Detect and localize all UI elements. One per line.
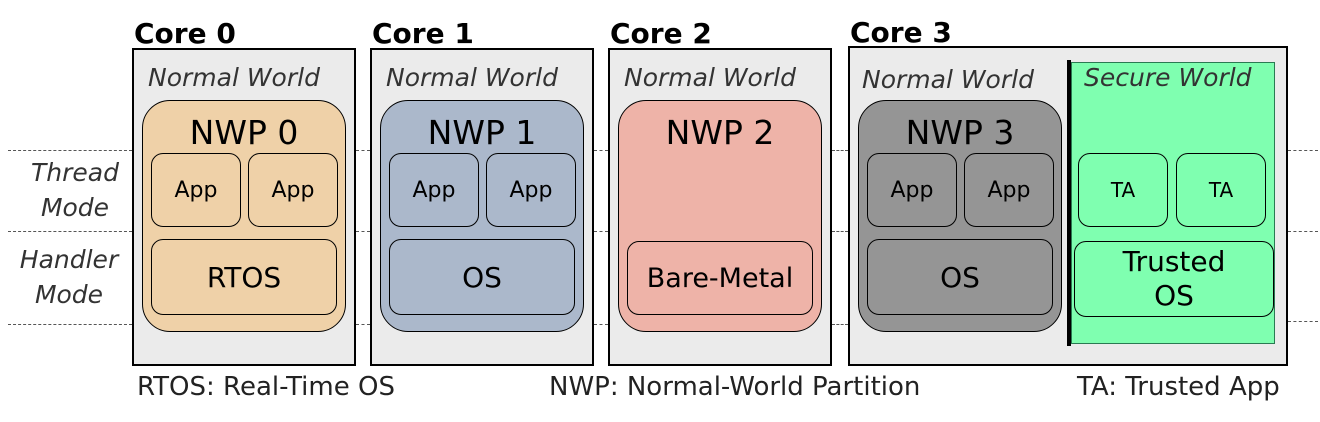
nwp-2-partition: NWP 2 Bare-Metal [618, 100, 822, 332]
normal-world-label: Normal World [862, 65, 1034, 94]
line-gap-1-top [356, 150, 370, 151]
app-box: App [867, 153, 957, 227]
secure-world-label: Secure World [1084, 63, 1252, 92]
line-gap-2-bot [594, 324, 608, 325]
line-right-top [1288, 150, 1318, 151]
app-box: App [248, 153, 338, 227]
line-gap-3-mid [832, 231, 848, 232]
normal-world-label: Normal World [624, 63, 796, 92]
core-1-box: Normal World NWP 1 App App OS [370, 48, 594, 366]
core-3-title: Core 3 [850, 16, 952, 49]
core-3-box: Normal World NWP 3 App App OS Secure Wor… [848, 46, 1288, 366]
nwp-2-title: NWP 2 [665, 113, 775, 152]
legend-ta: TA: Trusted App [1077, 372, 1280, 402]
normal-world-label: Normal World [148, 63, 320, 92]
core-0-title: Core 0 [134, 17, 236, 50]
line-gap-1-bot [356, 324, 370, 325]
os-box: OS [389, 239, 575, 315]
line-right-mid [1288, 231, 1318, 232]
legend-nwp: NWP: Normal-World Partition [549, 372, 921, 402]
os-box: OS [867, 239, 1053, 315]
core-2-title: Core 2 [610, 17, 712, 50]
trusted-app-box: TA [1176, 153, 1266, 227]
legend-rtos: RTOS: Real-Time OS [137, 372, 395, 402]
rtos-box: RTOS [151, 239, 337, 315]
thread-mode-label: Thread Mode [31, 158, 119, 222]
app-box: App [389, 153, 479, 227]
nwp-1-title: NWP 1 [427, 113, 537, 152]
nwp-3-title: NWP 3 [905, 113, 1015, 152]
line-gap-1-mid [356, 231, 370, 232]
mode-divider-line [8, 231, 132, 232]
nwp-0-title: NWP 0 [189, 113, 299, 152]
nwp-3-partition: NWP 3 App App OS [858, 100, 1062, 332]
nwp-1-partition: NWP 1 App App OS [380, 100, 584, 332]
core-0-box: Normal World NWP 0 App App RTOS [132, 48, 356, 366]
secure-world-divider [1067, 60, 1071, 346]
secure-world-region: Secure World TA TA Trusted OS [1071, 62, 1275, 344]
app-box: App [151, 153, 241, 227]
line-gap-3-top [832, 150, 848, 151]
normal-world-label: Normal World [386, 63, 558, 92]
trusted-os-box: Trusted OS [1074, 241, 1274, 317]
nwp-0-partition: NWP 0 App App RTOS [142, 100, 346, 332]
app-box: App [486, 153, 576, 227]
trusted-app-box: TA [1078, 153, 1168, 227]
line-gap-2-mid [594, 231, 608, 232]
core-1-title: Core 1 [372, 17, 474, 50]
core-2-box: Normal World NWP 2 Bare-Metal [608, 48, 832, 366]
thread-mode-top-line [8, 150, 132, 151]
line-gap-2-top [594, 150, 608, 151]
line-gap-3-bot [832, 324, 848, 325]
handler-mode-label: Handler Mode [19, 245, 119, 309]
handler-mode-bottom-line [8, 324, 132, 325]
app-box: App [964, 153, 1054, 227]
bare-metal-box: Bare-Metal [627, 241, 813, 315]
line-right-bot [1288, 321, 1318, 322]
